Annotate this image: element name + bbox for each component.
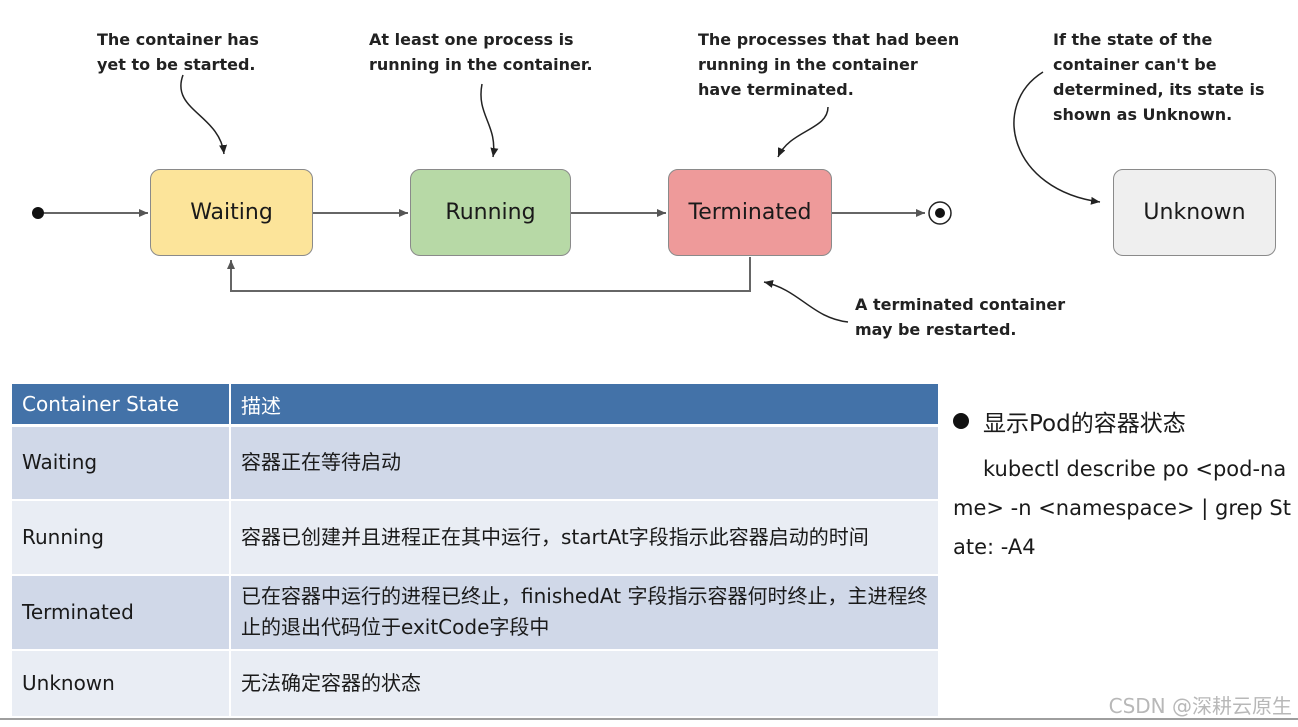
side-command-text: kubectl describe po <pod-name> -n <names… [953,457,1291,559]
header-description: 描述 [229,384,938,427]
state-unknown: Unknown [1113,169,1276,256]
state-running: Running [410,169,571,256]
container-state-table: Container State 描述 Waiting 容器正在等待启动 Runn… [12,384,938,716]
table-row: Terminated 已在容器中运行的进程已终止，finishedAt 字段指示… [12,573,938,650]
table-row: Running 容器已创建并且进程正在其中运行，startAt字段指示此容器启动… [12,498,938,575]
note-terminated: The processes that had been running in t… [698,30,960,99]
table-row: Waiting 容器正在等待启动 [12,424,938,500]
callout-arrow-restart [763,280,849,323]
cell-state: Running [12,498,230,575]
side-note: 显示Pod的容器状态 kubectl describe po <pod-name… [953,404,1291,567]
table-row: Unknown 无法确定容器的状态 [12,648,938,716]
arrow-restart-loop [227,257,751,292]
note-restart: A terminated container may be restarted. [855,295,1066,339]
side-bullet-text: 显示Pod的容器状态 [983,411,1186,437]
state-terminated: Terminated [668,169,832,256]
cell-state: Unknown [12,648,230,716]
callout-arrow-waiting [180,74,228,155]
state-diagram-connectors [32,71,1101,323]
bullet-dot-icon [953,413,969,429]
cell-description: 无法确定容器的状态 [229,648,938,716]
cell-description: 已在容器中运行的进程已终止，finishedAt 字段指示容器何时终止，主进程终… [229,573,938,650]
cell-state: Terminated [12,573,230,650]
cell-description: 容器已创建并且进程正在其中运行，startAt字段指示此容器启动的时间 [229,498,938,575]
watermark: CSDN @深耕云原生 [1108,694,1292,718]
callout-arrow-terminated [777,106,829,158]
side-command: kubectl describe po <pod-name> -n <names… [953,450,1291,567]
note-unknown: If the state of the container can't be d… [1053,30,1265,124]
cell-state: Waiting [12,424,230,500]
table-header-row: Container State 描述 [12,384,938,427]
side-bullet: 显示Pod的容器状态 [953,404,1291,438]
start-node [32,207,44,219]
bottom-divider [0,718,1298,720]
end-node [928,201,952,225]
callout-arrow-unknown [1013,71,1101,205]
cell-description: 容器正在等待启动 [229,424,938,500]
header-container-state: Container State [12,384,230,427]
state-waiting: Waiting [150,169,313,256]
callout-arrow-running [480,83,499,158]
note-waiting: The container has yet to be started. [97,30,259,74]
note-running: At least one process is running in the c… [369,30,593,74]
